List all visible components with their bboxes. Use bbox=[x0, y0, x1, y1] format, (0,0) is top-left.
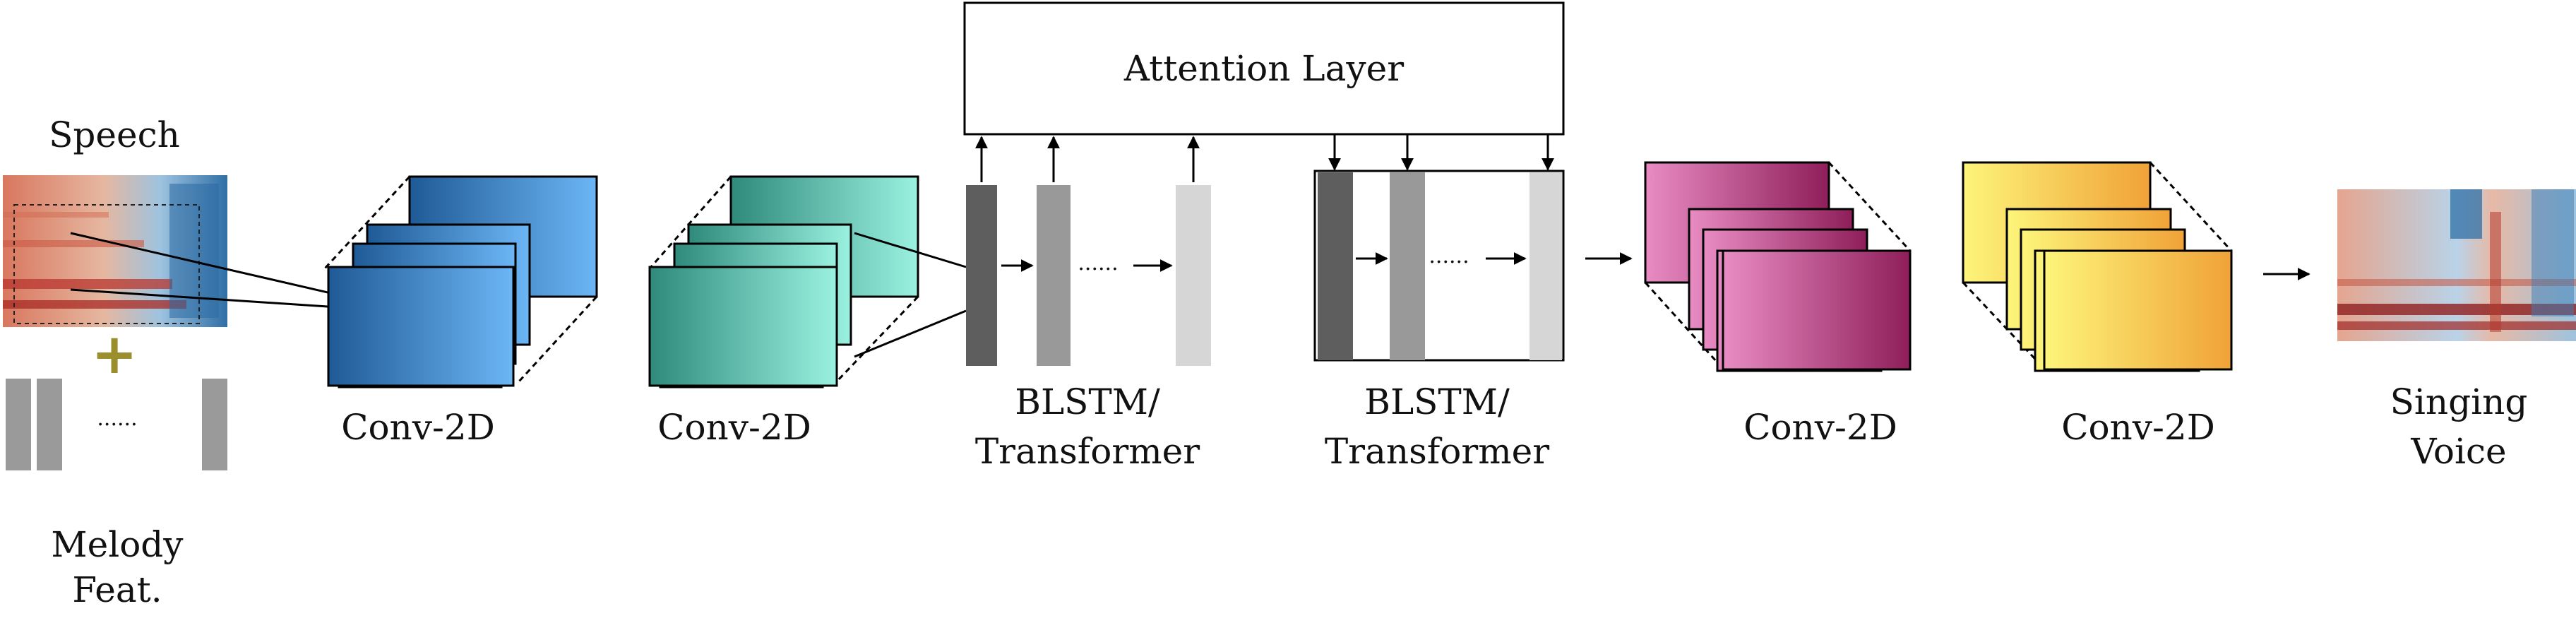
speech-label: Speech bbox=[49, 114, 180, 155]
lstm-cell bbox=[1318, 172, 1353, 360]
blstm2-label-line1: BLSTM/ bbox=[1364, 381, 1510, 422]
lstm-cell bbox=[966, 185, 997, 366]
plus-icon: + bbox=[91, 323, 137, 386]
blstm-block-2 bbox=[1313, 134, 1565, 362]
attention-layer-label: Attention Layer bbox=[1123, 48, 1404, 89]
singing-label-line2: Voice bbox=[2410, 431, 2506, 472]
melody-bar bbox=[37, 379, 62, 470]
lstm-cell bbox=[1176, 185, 1211, 366]
lstm-cell bbox=[1390, 172, 1425, 360]
attention-layer-box bbox=[963, 1, 1565, 136]
singing-spectrogram bbox=[2337, 189, 2576, 341]
melody-label-line2: Feat. bbox=[72, 569, 162, 610]
melody-bar bbox=[6, 379, 31, 470]
conv4-label: Conv-2D bbox=[2061, 407, 2215, 448]
conv-block-1 bbox=[323, 175, 598, 388]
melody-bar bbox=[202, 379, 227, 470]
conv3-label: Conv-2D bbox=[1743, 407, 1897, 448]
lstm-cell bbox=[1037, 185, 1071, 366]
melody-label-line1: Melody bbox=[51, 524, 184, 565]
speech-spectrogram bbox=[3, 175, 227, 327]
melody-features bbox=[6, 379, 227, 470]
blstm1-label-line1: BLSTM/ bbox=[1015, 381, 1160, 422]
blstm-block-1 bbox=[966, 136, 1211, 366]
lstm-cell bbox=[1530, 172, 1562, 360]
melody-ellipsis: ...... bbox=[97, 406, 137, 431]
blstm2-ellipsis: ...... bbox=[1429, 244, 1469, 268]
connector-line bbox=[854, 309, 967, 358]
conv2-label: Conv-2D bbox=[657, 407, 811, 448]
conv-block-2 bbox=[648, 175, 919, 388]
singing-label-line1: Singing bbox=[2390, 381, 2528, 422]
blstm1-label-line2: Transformer bbox=[975, 431, 1200, 472]
conv-block-4 bbox=[1962, 161, 2233, 372]
blstm1-ellipsis: ...... bbox=[1078, 251, 1118, 275]
connector-line bbox=[854, 232, 967, 268]
conv-block-3 bbox=[1644, 161, 1912, 372]
blstm2-label-line2: Transformer bbox=[1325, 431, 1549, 472]
conv1-label: Conv-2D bbox=[341, 407, 495, 448]
